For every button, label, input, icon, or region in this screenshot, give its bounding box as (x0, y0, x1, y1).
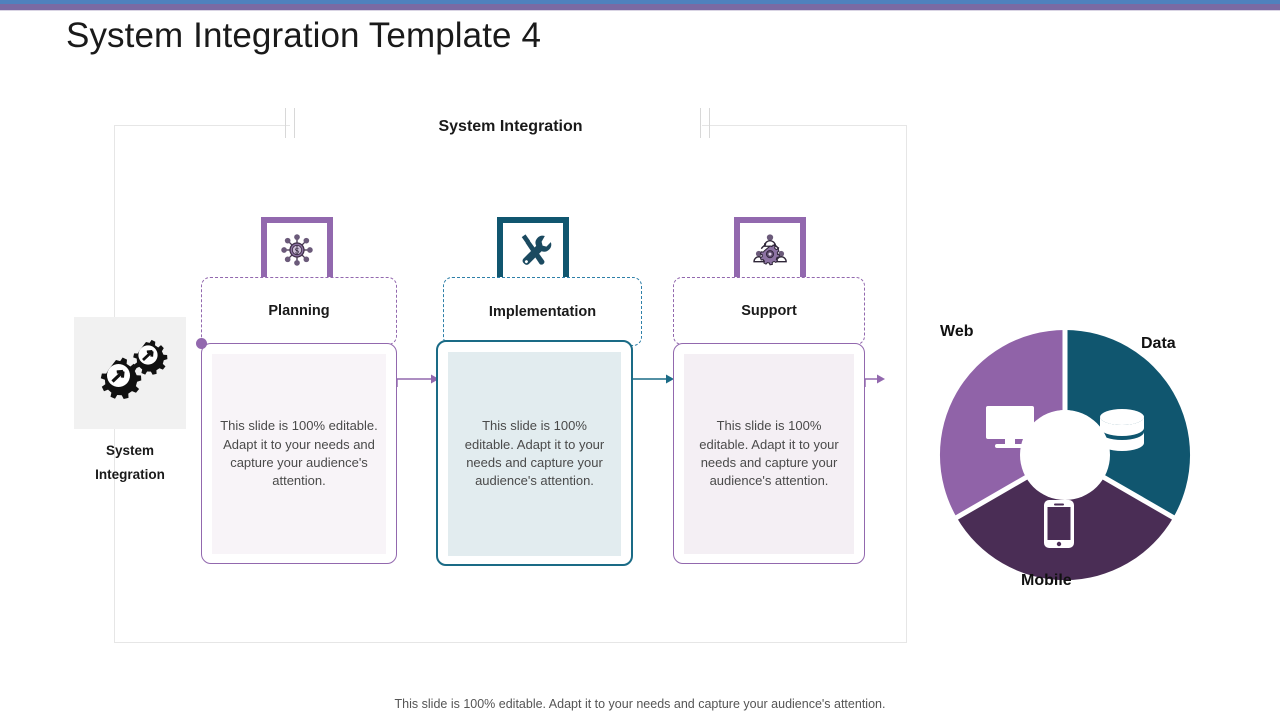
system-integration-label-line2: Integration (95, 466, 165, 482)
system-integration-label-line1: System (105, 443, 155, 458)
wrench-screwdriver-icon (497, 217, 569, 277)
gears-icon (74, 317, 186, 429)
diagram-frame-title: System Integration (438, 118, 583, 135)
frame-header-gap (290, 118, 702, 134)
donut-center-hole (1020, 410, 1110, 500)
column-header-support[interactable]: Support (673, 277, 865, 345)
column-title-support: Support (741, 303, 797, 319)
frame-tick-right-2 (709, 108, 710, 138)
top-accent-bar-purple (0, 4, 1280, 10)
page-title: System Integration Template 4 (66, 16, 542, 55)
column-body-text-planning: This slide is 100% editable. Adapt it to… (212, 354, 386, 554)
frame-tick-left-2 (294, 108, 295, 138)
donut-label-data: Data (1141, 335, 1176, 352)
column-body-planning: This slide is 100% editable. Adapt it to… (201, 343, 397, 564)
smartphone-icon (1044, 500, 1074, 548)
top-accent-bar-thin (0, 10, 1280, 11)
donut-label-mobile: Mobile (1021, 572, 1072, 589)
connector-dot-planning (196, 338, 207, 349)
donut-chart (930, 320, 1200, 590)
donut-label-web: Web (940, 323, 974, 340)
team-gear-icon (734, 217, 806, 277)
monitor-icon (986, 406, 1034, 448)
frame-tick-right-1 (700, 108, 701, 138)
column-title-implementation: Implementation (488, 303, 597, 320)
column-body-implementation: This slide is 100% editable. Adapt it to… (436, 340, 633, 566)
network-hub-dollar-icon: S (261, 217, 333, 277)
column-body-text-implementation: This slide is 100% editable. Adapt it to… (448, 352, 621, 556)
column-body-support: This slide is 100% editable. Adapt it to… (673, 343, 865, 564)
connector-arrow-implementation-to-support (631, 374, 674, 387)
column-body-text-support: This slide is 100% editable. Adapt it to… (684, 354, 854, 554)
column-header-planning[interactable]: Planning (201, 277, 397, 345)
column-header-implementation[interactable]: Implementation (443, 277, 642, 346)
system-integration-label: System Integration (74, 439, 186, 486)
connector-arrow-support-out (864, 374, 885, 387)
footer-note: This slide is 100% editable. Adapt it to… (394, 697, 886, 711)
frame-tick-left-1 (285, 108, 286, 138)
system-integration-block: System Integration (74, 317, 186, 486)
connector-arrow-planning-to-implementation (396, 374, 439, 387)
database-icon (1100, 409, 1144, 451)
top-accent-bar-blue (0, 0, 1280, 4)
column-title-planning: Planning (268, 303, 330, 319)
